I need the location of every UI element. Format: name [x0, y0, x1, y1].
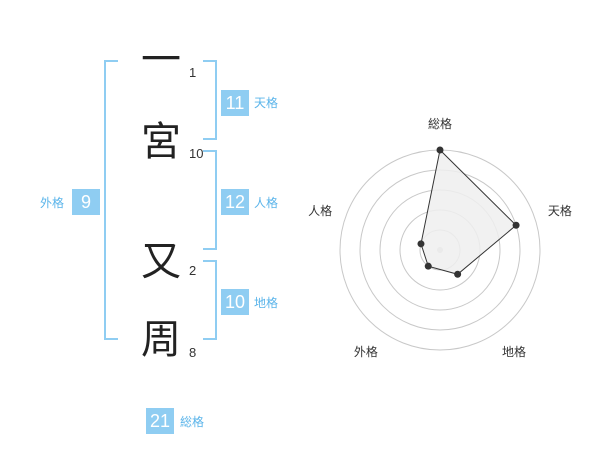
radar-axis-label-2: 天格	[548, 203, 572, 218]
stroke-count-4: 8	[189, 345, 197, 360]
soukaku-value: 21	[149, 411, 171, 431]
chikaku-value: 10	[224, 292, 246, 312]
gaikaku-badge: 9	[72, 189, 100, 215]
jinkaku-bracket	[203, 150, 217, 250]
radar-point-5	[417, 240, 425, 248]
chikaku-label: 地格	[254, 296, 279, 310]
chikaku-badge: 10	[221, 289, 249, 315]
jinkaku-value: 12	[224, 192, 246, 212]
name-char-1: 一	[141, 37, 181, 83]
radar-axis-label-3: 地格	[502, 344, 526, 359]
stroke-count-3: 2	[189, 263, 197, 278]
radar-point-1	[436, 146, 444, 154]
radar-axis-label-1: 総格	[428, 116, 452, 131]
soukaku-badge: 21	[146, 408, 174, 434]
jinkaku-badge: 12	[221, 189, 249, 215]
chikaku-bracket	[203, 260, 217, 340]
jinkaku-label: 人格	[254, 196, 279, 210]
soukaku-label: 総格	[180, 415, 205, 429]
gaikaku-bracket	[104, 60, 118, 340]
radar-point-3	[454, 270, 462, 278]
tenkaku-value: 11	[225, 93, 245, 113]
name-char-4: 周	[141, 317, 181, 363]
radar-point-2	[512, 221, 520, 229]
gaikaku-label: 外格	[40, 196, 65, 210]
name-char-2: 宮	[141, 119, 181, 165]
radar-axis-label-5: 人格	[308, 203, 332, 218]
radar-point-4	[424, 262, 432, 270]
gaikaku-value: 9	[80, 192, 91, 212]
name-char-3: 又	[141, 239, 181, 285]
tenkaku-badge: 11	[221, 90, 249, 116]
tenkaku-bracket	[203, 60, 217, 140]
stroke-count-1: 1	[189, 65, 197, 80]
stroke-count-2: 10	[189, 146, 204, 161]
radar-polygon	[420, 148, 517, 275]
radar-axis-label-4: 外格	[354, 344, 378, 359]
tenkaku-label: 天格	[254, 96, 279, 110]
